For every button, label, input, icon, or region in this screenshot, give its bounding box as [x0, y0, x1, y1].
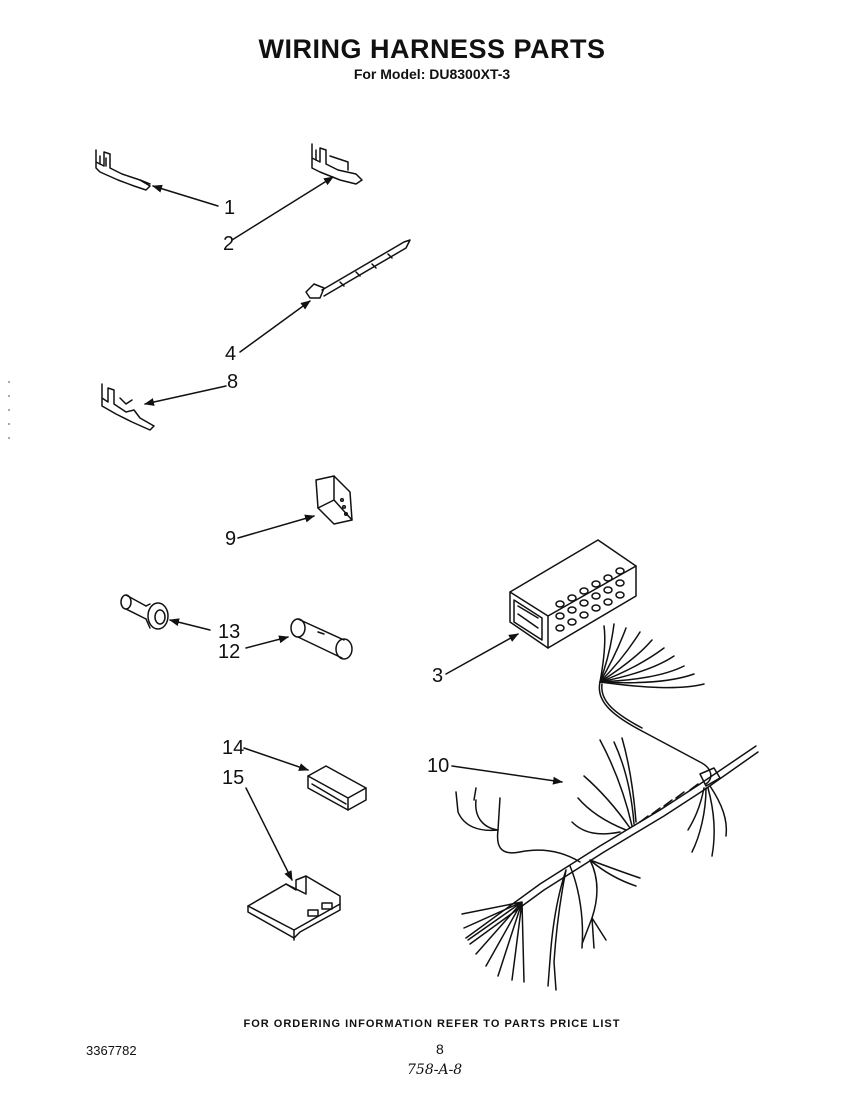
callout-8: 8: [227, 371, 239, 393]
callout-4: 4: [225, 343, 237, 365]
callout-15: 15: [222, 767, 245, 789]
callout-2: 2: [223, 233, 235, 255]
document-number: 3367782: [86, 1043, 137, 1058]
leader-13: [169, 618, 211, 631]
part-4-cable-tie: [305, 239, 411, 299]
part-3-connector-block: [509, 539, 637, 649]
callout-13: 13: [218, 621, 241, 643]
part-1-terminal: [95, 149, 151, 191]
leader-8: [144, 385, 227, 406]
callout-1: 1: [224, 197, 236, 219]
leader-14: [243, 747, 309, 771]
part-8-terminal: [101, 383, 155, 431]
part-13-grommet: [120, 594, 169, 630]
leader-1: [152, 184, 219, 207]
part-15-housing: [247, 875, 341, 941]
part-10-wiring-harness: [455, 623, 759, 991]
part-2-terminal: [311, 143, 363, 185]
margin-ticks: [8, 381, 10, 439]
ordering-note: FOR ORDERING INFORMATION REFER TO PARTS …: [243, 1018, 621, 1030]
callout-12: 12: [218, 641, 241, 663]
leader-10: [451, 765, 563, 785]
part-9-connector-housing: [315, 475, 353, 525]
callout-3: 3: [432, 665, 444, 687]
leader-12: [245, 635, 289, 649]
callout-10: 10: [427, 755, 450, 777]
leader-4: [239, 300, 311, 353]
part-12-sleeve: [290, 618, 353, 660]
model-subtitle: For Model: DU8300XT-3: [353, 66, 511, 82]
part-14-block: [307, 765, 367, 811]
page-title: WIRING HARNESS PARTS: [258, 34, 606, 64]
leader-2: [231, 176, 334, 241]
leader-9: [237, 514, 315, 539]
callout-9: 9: [225, 528, 237, 550]
handwritten-code: 758-A-8: [407, 1062, 463, 1078]
page-number: 8: [436, 1041, 444, 1057]
leader-15: [245, 787, 293, 881]
callout-14: 14: [222, 737, 245, 759]
leader-3: [445, 633, 519, 675]
